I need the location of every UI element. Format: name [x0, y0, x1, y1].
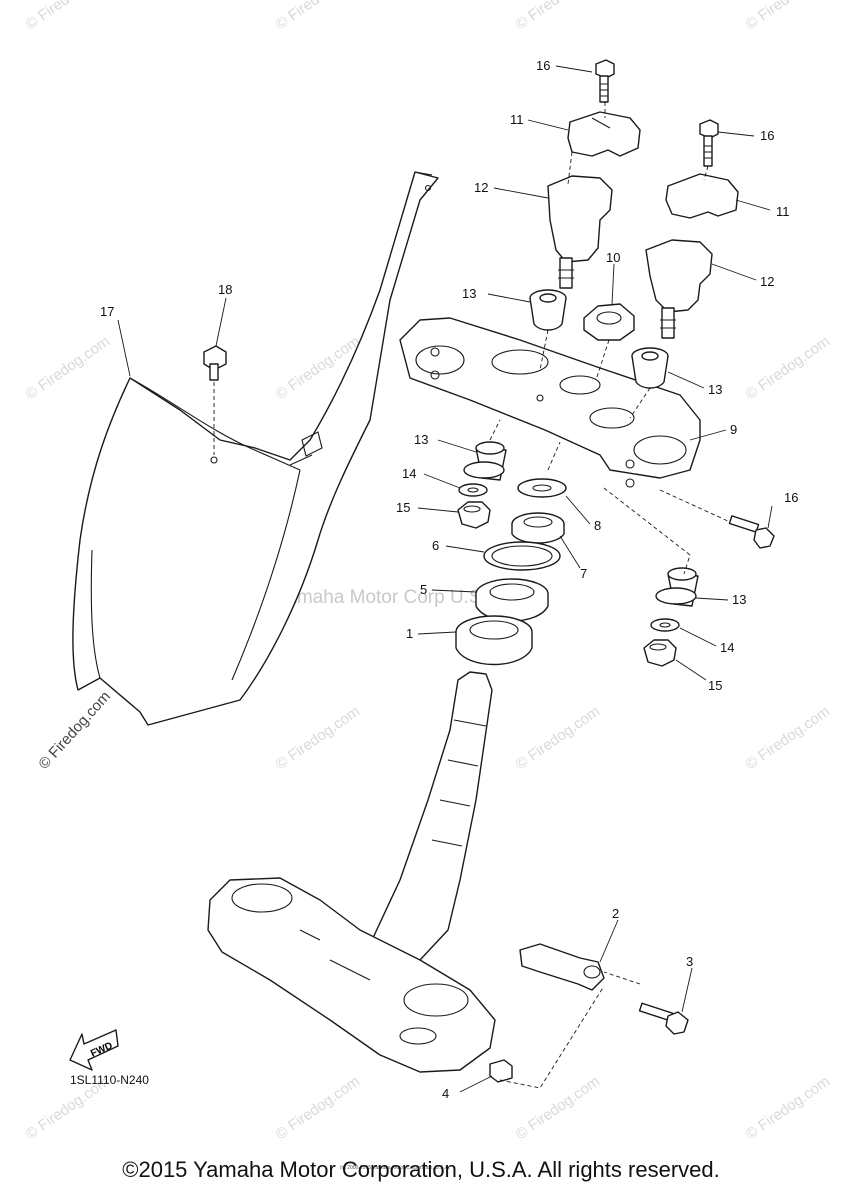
callout-12: 12 [760, 274, 774, 289]
callout-14: 14 [720, 640, 734, 655]
damper-13-a [529, 289, 567, 331]
callout-2: 2 [612, 906, 619, 921]
nut-10 [583, 303, 635, 341]
damper-13-b [631, 347, 669, 389]
bearing-5 [475, 578, 549, 622]
watermark-text: © Firedog.com [513, 0, 604, 33]
handlebar-holder-lower-left [547, 175, 613, 289]
callouts: 16 11 16 12 11 12 10 13 13 9 13 14 15 16… [100, 58, 798, 1101]
fwd-arrow-icon: FWD [69, 1029, 119, 1071]
washer-14-left [458, 483, 488, 497]
callout-13: 13 [732, 592, 746, 607]
watermark-text: © Firedog.com [513, 703, 604, 773]
watermark-text: © Firedog.com [743, 0, 834, 33]
collar-4 [489, 1059, 513, 1083]
diagram-code: 1SL1110-N240 [70, 1073, 149, 1087]
callout-11: 11 [510, 112, 524, 127]
nut-15-right [643, 639, 677, 667]
watermark-text: © Firedog.com [23, 333, 114, 403]
bolt-16-top-right [699, 119, 719, 167]
bolt-16-side [728, 515, 775, 549]
washer-8 [517, 478, 567, 498]
assembly-lines [489, 102, 731, 985]
watermark-text: © Firedog.com [273, 0, 364, 33]
bearing-1 [455, 615, 533, 666]
watermark-text: © Firedog.com [743, 333, 834, 403]
callout-16: 16 [536, 58, 550, 73]
watermark-text-dark: © Firedog.com [35, 688, 114, 773]
watermark-text: © Firedog.com [273, 1073, 364, 1143]
watermark-center: Yamaha Motor Corp U.S.A. [275, 587, 505, 608]
assembly-line [499, 985, 605, 1089]
copyright-notice: ©2015 Yamaha Motor Corporation, U.S.A. A… [122, 1157, 720, 1182]
callout-9: 9 [730, 422, 737, 437]
watermark-text: © Firedog.com [743, 703, 834, 773]
nut-15-left [457, 501, 491, 529]
damper-13-c [463, 441, 507, 481]
handlebar-holder-upper-left [567, 111, 641, 157]
callout-13: 13 [708, 382, 722, 397]
bolt-3 [638, 1002, 689, 1035]
callout-4: 4 [442, 1086, 449, 1101]
callout-16: 16 [784, 490, 798, 505]
callout-17: 17 [100, 304, 114, 319]
callout-16: 16 [760, 128, 774, 143]
lower-triple-clamp [207, 877, 496, 1073]
handlebar-holder-lower-right [645, 239, 713, 339]
watermark-text: © Firedog.com [273, 703, 364, 773]
callout-12: 12 [474, 180, 488, 195]
ring-nut-7 [511, 512, 565, 544]
callout-14: 14 [402, 466, 416, 481]
callout-15: 15 [708, 678, 722, 693]
number-plate [72, 171, 439, 726]
callout-5: 5 [420, 582, 427, 597]
callout-8: 8 [594, 518, 601, 533]
callout-6: 6 [432, 538, 439, 553]
callout-7: 7 [580, 566, 587, 581]
callout-13: 13 [462, 286, 476, 301]
callout-11: 11 [776, 204, 790, 219]
steering-stem [371, 671, 493, 961]
callout-10: 10 [606, 250, 620, 265]
callout-1: 1 [406, 626, 413, 641]
bolt-16-top-left [595, 59, 615, 103]
handlebar-holder-upper-right [665, 173, 739, 219]
bolt-18 [203, 345, 227, 455]
callout-18: 18 [218, 282, 232, 297]
callout-13: 13 [414, 432, 428, 447]
upper-triple-clamp [399, 317, 701, 488]
callout-3: 3 [686, 954, 693, 969]
callout-15: 15 [396, 500, 410, 515]
watermark-text: © Firedog.com [743, 1073, 834, 1143]
hose-holder-2 [519, 943, 605, 991]
fine-print: (c) 2000-2015 Yamaha Motor Corporation, … [340, 1165, 450, 1171]
washer-14-right [650, 618, 680, 632]
watermark-text: © Firedog.com [23, 0, 114, 33]
watermark-text: © Firedog.com [513, 1073, 604, 1143]
damper-13-d [655, 567, 699, 607]
seal-6 [483, 541, 561, 571]
